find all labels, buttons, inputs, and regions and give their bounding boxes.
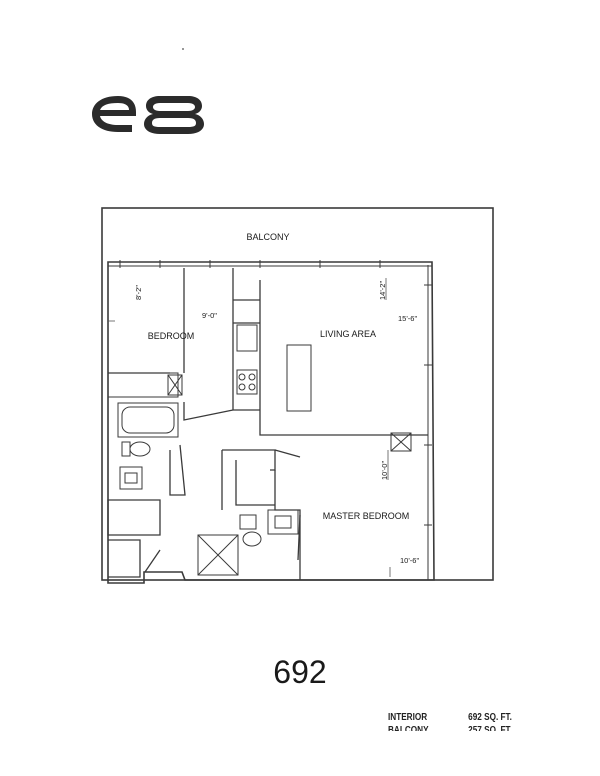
area-value: 257 SQ. FT. xyxy=(468,725,512,731)
living-depth-dimension: 14'-2" xyxy=(378,281,387,300)
area-label: BALCONY xyxy=(388,725,429,731)
area-value: 692 SQ. FT. xyxy=(468,712,512,723)
bedroom-width-dimension: 8'-2" xyxy=(134,285,143,300)
area-row-balcony: BALCONY 257 SQ. FT. xyxy=(388,725,519,731)
master-depth-dimension: 10'-0" xyxy=(380,461,389,480)
scan-speck xyxy=(182,48,184,50)
living-area-label: LIVING AREA xyxy=(320,329,376,339)
bedroom-label: BEDROOM xyxy=(148,331,195,341)
balcony-label: BALCONY xyxy=(246,232,289,242)
suite-outline xyxy=(107,261,435,584)
area-label: INTERIOR xyxy=(388,712,428,723)
area-row-interior: INTERIOR 692 SQ. FT. xyxy=(388,712,519,725)
master-width-dimension: 10'-6" xyxy=(400,556,419,565)
living-width-dimension: 15'-6" xyxy=(398,314,417,323)
e8-logo xyxy=(92,96,204,134)
suite-size-number: 692 xyxy=(273,654,327,690)
bedroom-depth-dimension: 9'-0" xyxy=(202,311,217,320)
area-summary: INTERIOR 692 SQ. FT. BALCONY 257 SQ. FT. xyxy=(388,712,519,731)
master-bedroom-label: MASTER BEDROOM xyxy=(323,511,410,521)
floor-plan: BALCONY BEDROOM LIVING AREA MASTER BEDRO… xyxy=(101,207,494,584)
